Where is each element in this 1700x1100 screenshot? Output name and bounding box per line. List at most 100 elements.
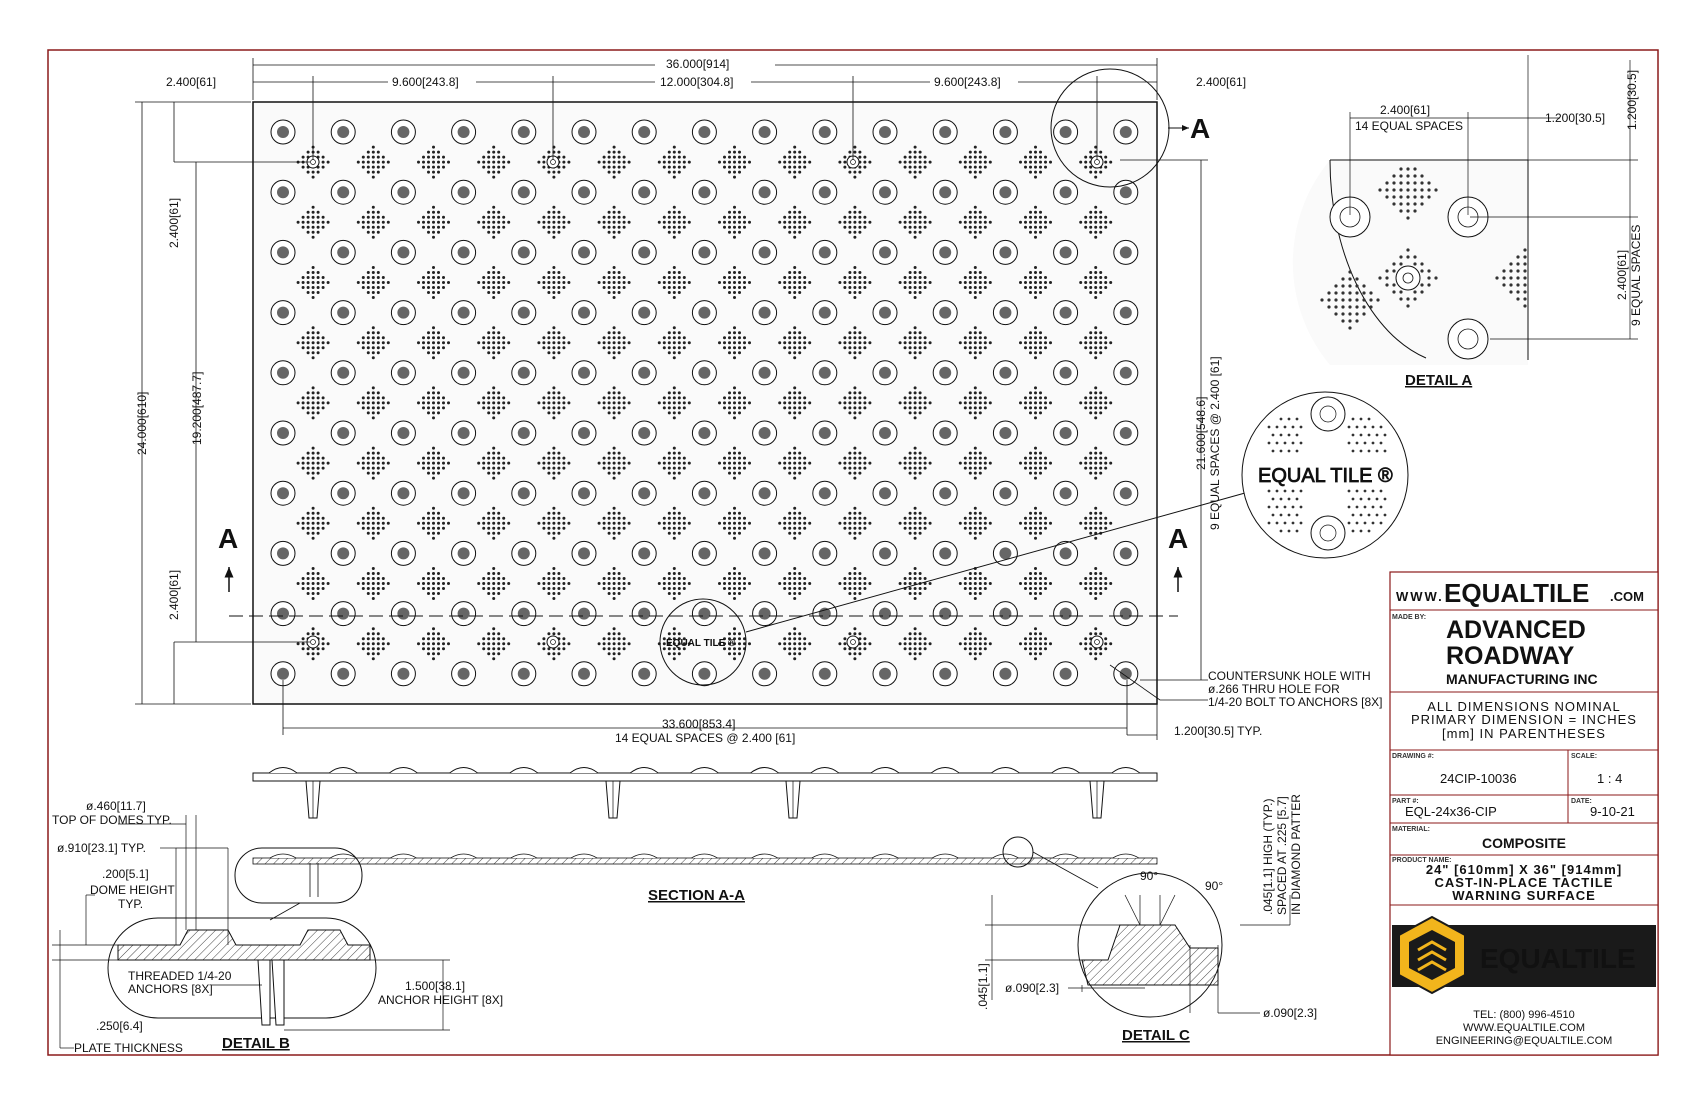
dot-cluster — [778, 145, 812, 179]
title-block: WWW. EQUALTILE .COM MADE BY: ADVANCED RO… — [1389, 571, 1659, 1056]
dot-cluster — [958, 627, 992, 661]
dot-cluster — [718, 205, 751, 239]
section-dome — [450, 853, 477, 859]
dot-cluster — [898, 567, 932, 600]
dot-cluster — [537, 506, 571, 540]
dim-bottom-edge: 2.400[61] — [167, 570, 181, 620]
detail-b-callout — [234, 847, 363, 904]
detail-b-dome-height-sub2: TYP. — [118, 897, 143, 911]
dot-cluster — [718, 567, 751, 600]
dot-cluster — [838, 326, 872, 360]
section-dome — [1112, 853, 1140, 859]
section-dome — [930, 767, 960, 774]
dot-cluster — [356, 567, 390, 600]
tb-note2: PRIMARY DIMENSION = INCHES — [1411, 712, 1637, 727]
dot-cluster — [597, 506, 631, 540]
section-dome — [329, 853, 357, 859]
logo-detail-text: EQUAL TILE ® — [1258, 465, 1393, 487]
dim-right-vertical: 21.600[548.6] — [1194, 397, 1208, 470]
dot-cluster — [898, 446, 932, 480]
detail-a-title: DETAIL A — [1405, 372, 1472, 389]
dot-cluster — [597, 205, 631, 239]
dot-cluster — [597, 326, 631, 360]
dot-cluster — [657, 386, 691, 420]
detail-c-title: DETAIL C — [1122, 1027, 1190, 1044]
dot-cluster — [417, 446, 450, 480]
dot-cluster — [597, 446, 631, 480]
dot-cluster — [1019, 506, 1052, 540]
dot-cluster — [1079, 506, 1113, 540]
dot-cluster — [597, 567, 631, 600]
dot-cluster — [417, 326, 450, 360]
dot-cluster — [1079, 446, 1113, 480]
dot-cluster — [417, 266, 450, 299]
dot-cluster — [657, 627, 691, 661]
tile-dome-pattern — [270, 119, 1139, 687]
section-dome — [268, 767, 298, 774]
dot-cluster — [778, 386, 812, 420]
dim-edge-left: 2.400[61] — [166, 75, 216, 89]
dot-cluster — [356, 627, 390, 661]
dim-bottom-right: 1.200[30.5] TYP. — [1174, 724, 1262, 738]
svg-text:COUNTERSUNK HOLE WITH: COUNTERSUNK HOLE WITH — [1208, 669, 1371, 683]
countersunk-note: COUNTERSUNK HOLE WITH ø.266 THRU HOLE FO… — [1109, 664, 1383, 709]
tb-web: WWW.EQUALTILE.COM — [1463, 1022, 1585, 1034]
section-dome — [691, 853, 718, 859]
anchor-hole — [1090, 635, 1104, 649]
detail-c-note2: SPACED AT .225 [5.7] — [1275, 796, 1289, 915]
detail-b-plate-sub: PLATE THICKNESS — [74, 1041, 183, 1055]
detail-b-dome-height: .200[5.1] — [102, 867, 149, 881]
logo-brand-b: TILE — [1575, 943, 1636, 974]
sheet-border — [47, 49, 1659, 1056]
tb-note1: ALL DIMENSIONS NOMINAL — [1427, 699, 1620, 714]
tb-drawing-no: 24CIP-10036 — [1440, 771, 1517, 786]
detail-a-spacing-h-sub: 14 EQUAL SPACES — [1355, 119, 1463, 133]
dot-cluster — [1019, 567, 1052, 600]
section-markers: A A A — [218, 113, 1210, 592]
dot-cluster — [718, 266, 751, 299]
tb-product2: CAST-IN-PLACE TACTILE — [1435, 875, 1614, 890]
section-dome — [1051, 767, 1080, 774]
detail-b-dome-top: ø.460[11.7] — [86, 799, 146, 813]
dot-cluster — [417, 567, 450, 600]
dot-cluster — [296, 326, 330, 360]
dot-cluster — [778, 446, 812, 480]
section-marker-right: A — [1168, 523, 1188, 554]
detail-b-anchors2: ANCHORS [8X] — [128, 982, 213, 996]
section-dome — [992, 853, 1019, 859]
section-dome — [570, 853, 598, 859]
section-dome — [751, 853, 778, 859]
dot-cluster — [477, 145, 511, 179]
dot-cluster — [417, 145, 450, 179]
section-dome — [931, 853, 959, 859]
dot-cluster — [537, 567, 571, 600]
dim-overall-height: 24.000[610] — [135, 392, 149, 455]
tile-plan-view: EQUAL TILE ® — [229, 68, 1246, 705]
dot-cluster — [718, 506, 751, 540]
dot-cluster — [657, 506, 691, 540]
dot-cluster — [657, 145, 691, 179]
dot-cluster — [417, 627, 450, 661]
dot-cluster — [718, 326, 751, 360]
tb-product1: 24" [610mm] X 36" [914mm] — [1426, 862, 1622, 877]
dot-cluster — [778, 205, 812, 239]
section-dome — [269, 853, 297, 859]
tile-logo-small: EQUAL TILE ® — [666, 638, 736, 649]
dot-cluster — [958, 567, 992, 600]
dim-span-mid: 12.000[304.8] — [660, 75, 733, 89]
dot-cluster — [898, 627, 932, 661]
dot-cluster — [537, 386, 571, 420]
anchor-hole — [846, 635, 860, 649]
detail-a-offset-v: 1.200[30.5] — [1625, 70, 1639, 130]
dim-edge-right: 2.400[61] — [1196, 75, 1246, 89]
dot-cluster — [296, 266, 330, 299]
detail-a-spacing-v-sub: 9 EQUAL SPACES — [1629, 225, 1643, 326]
dot-cluster — [477, 386, 511, 420]
dot-cluster — [778, 326, 812, 360]
dot-cluster — [958, 145, 992, 179]
dim-right-vertical-sub: 9 EQUAL SPACES @ 2.400 [61] — [1208, 356, 1222, 530]
section-dome — [870, 767, 900, 774]
dot-cluster — [898, 205, 932, 239]
tb-note3: [mm] IN PARENTHESES — [1442, 726, 1606, 741]
